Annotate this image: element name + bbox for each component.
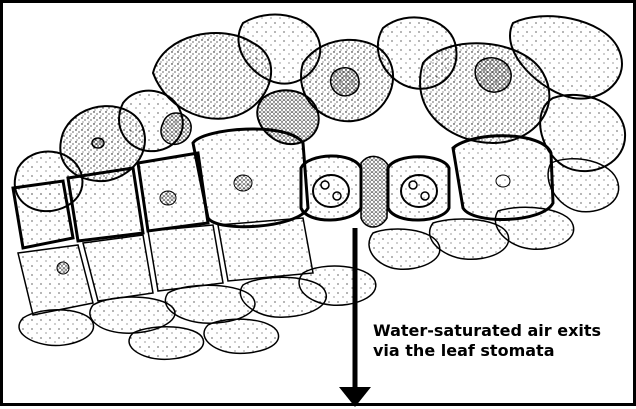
down-arrow-icon xyxy=(339,228,371,407)
caption-line-1: Water-saturated air exits xyxy=(373,321,635,341)
stoma-pore xyxy=(361,156,388,227)
caption-line-2: via the leaf stomata xyxy=(373,341,635,361)
diagram-caption: Water-saturated air exits via the leaf s… xyxy=(373,321,635,361)
